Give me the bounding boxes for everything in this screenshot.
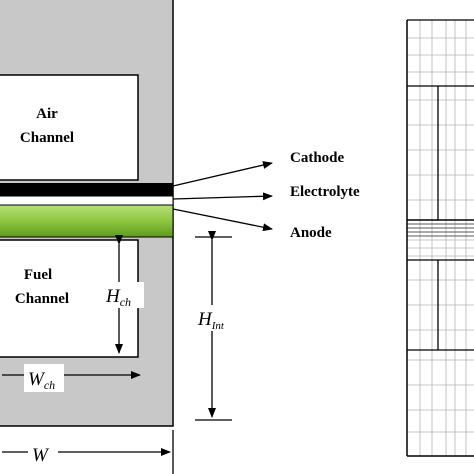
air-channel — [0, 74, 139, 181]
fuel-channel-label-line2: Channel — [15, 291, 69, 307]
air-channel-label-line2: Channel — [20, 130, 74, 146]
cathode-label: Cathode — [290, 150, 345, 166]
fuel-channel-label-line1: Fuel — [24, 267, 52, 283]
electrolyte-label: Electrolyte — [290, 184, 360, 200]
anode-label: Anode — [290, 225, 332, 241]
anode-layer — [0, 204, 174, 238]
anode-pointer — [172, 208, 273, 232]
electrolyte-layer — [0, 195, 174, 206]
cathode-pointer — [172, 161, 273, 187]
w-label: W — [32, 445, 50, 466]
w-ch-label-bg — [24, 364, 64, 392]
computational-mesh — [406, 19, 474, 457]
h-ch-label: Hch — [105, 286, 131, 309]
h-int-label: HInt — [197, 309, 225, 332]
air-channel-label-line1: Air — [36, 106, 58, 122]
h-ch-label-bg — [104, 282, 144, 308]
w-ch-label: Wch — [28, 369, 55, 392]
w-label-bg — [28, 440, 58, 466]
electrolyte-pointer — [172, 192, 273, 201]
cathode-layer — [0, 183, 173, 196]
h-int-label-bg — [196, 305, 238, 331]
